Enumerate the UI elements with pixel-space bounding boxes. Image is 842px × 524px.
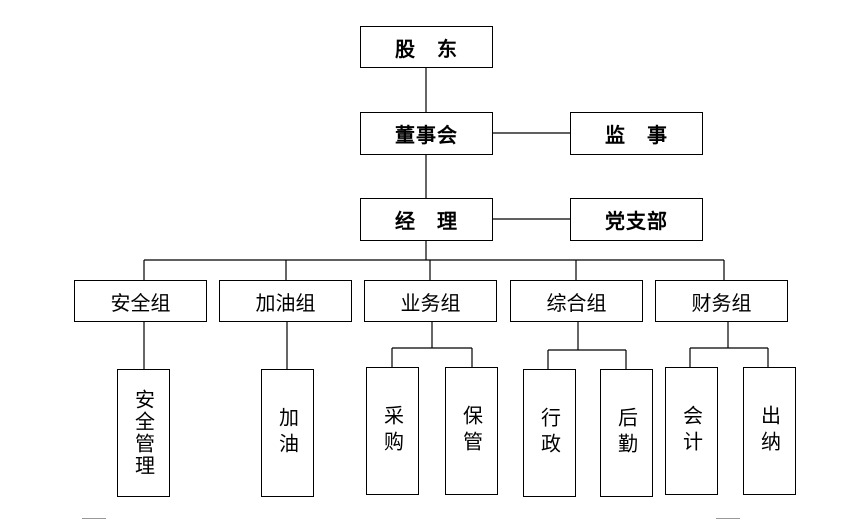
group-box-general: 综合组	[510, 280, 643, 322]
unit-box-accounting: 会计	[665, 367, 718, 495]
unit-label: 采购	[380, 405, 405, 457]
unit-box-cashier: 出纳	[743, 367, 796, 495]
unit-label: 后勤	[614, 407, 639, 459]
party-branch-label: 党支部	[605, 209, 668, 233]
manager-label: 经 理	[395, 209, 458, 233]
board-label: 董事会	[395, 123, 458, 147]
board-box: 董事会	[360, 112, 493, 155]
group-box-business: 业务组	[364, 280, 497, 322]
supervisor-label: 监 事	[605, 123, 668, 147]
unit-box-purchasing: 采购	[366, 367, 419, 495]
group-box-fuel: 加油组	[219, 280, 352, 322]
group-label: 业务组	[400, 290, 461, 315]
group-box-finance: 财务组	[655, 280, 788, 322]
page-corner-mark-right	[716, 518, 740, 520]
unit-box-logistics: 后勤	[600, 369, 653, 497]
page-corner-mark-left	[82, 518, 106, 520]
manager-box: 经 理	[360, 198, 493, 241]
unit-label: 安全管理	[131, 389, 156, 477]
unit-box-safety-management: 安全管理	[117, 369, 170, 497]
unit-label: 保管	[459, 405, 484, 457]
shareholders-box: 股 东	[360, 26, 493, 68]
group-label: 财务组	[691, 290, 752, 315]
unit-box-administration: 行政	[523, 369, 576, 497]
shareholders-label: 股 东	[395, 36, 458, 61]
group-label: 综合组	[546, 290, 607, 315]
unit-box-refueling: 加油	[261, 369, 314, 497]
group-box-safety: 安全组	[74, 280, 207, 322]
group-label: 加油组	[255, 290, 316, 315]
party-branch-box: 党支部	[570, 198, 703, 241]
unit-label: 出纳	[757, 405, 782, 457]
unit-label: 行政	[537, 407, 562, 459]
group-label: 安全组	[110, 290, 171, 315]
unit-box-storage: 保管	[445, 367, 498, 495]
supervisor-box: 监 事	[570, 112, 703, 155]
unit-label: 会计	[679, 405, 704, 457]
unit-label: 加油	[275, 407, 300, 459]
